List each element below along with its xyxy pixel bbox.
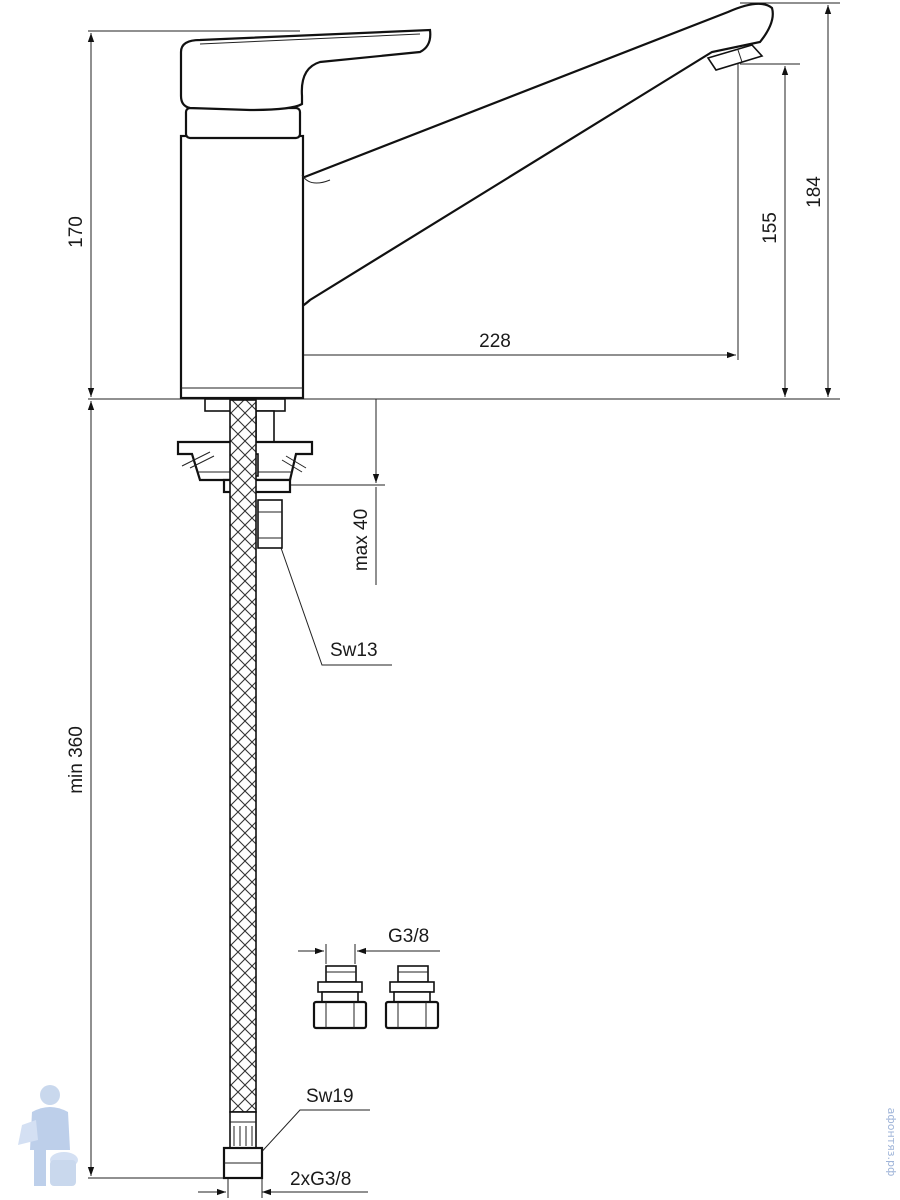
label-sw13: Sw13 (330, 640, 378, 661)
compression-fitting-left (312, 965, 368, 1030)
dimension-max-deck: max 40 (351, 399, 380, 585)
dim-label-min-hose: min 360 (66, 726, 87, 794)
hose-braid (229, 399, 257, 1113)
dim-label-total-height: 184 (804, 176, 825, 208)
faucet-body (179, 2, 774, 400)
dimension-fitting-thread: G3/8 (298, 926, 440, 964)
dimension-outlet-height: 155 (760, 66, 789, 397)
label-fitting-thread: G3/8 (388, 926, 429, 947)
dim-label-body-height: 170 (66, 216, 87, 248)
dim-label-outlet-height: 155 (760, 212, 781, 244)
watermark-site: афонтяз.рф (885, 1108, 898, 1177)
aerator (706, 44, 764, 71)
sw13-fitting (257, 499, 283, 549)
dimension-hose-thread: 2xG3/8 (198, 1169, 368, 1198)
compression-fitting-right (384, 965, 440, 1030)
label-sw19: Sw19 (306, 1086, 354, 1107)
dim-label-max-deck: max 40 (351, 509, 372, 571)
lever-handle (179, 28, 432, 112)
dimension-total-height: 184 (804, 5, 832, 397)
label-hose-thread: 2xG3/8 (290, 1169, 351, 1190)
leader-sw13: Sw13 (279, 544, 392, 666)
dim-label-spout-reach: 228 (479, 331, 511, 352)
plumber-logo (18, 1085, 78, 1186)
faucet-collar (184, 106, 302, 140)
leader-sw19: Sw19 (255, 1086, 370, 1159)
dimension-spout-reach: 228 (244, 331, 736, 359)
dimension-body-height: 170 (66, 33, 95, 397)
braided-hose (222, 399, 264, 1180)
faucet-cylinder (179, 134, 305, 400)
dimension-min-hose: min 360 (66, 401, 95, 1176)
